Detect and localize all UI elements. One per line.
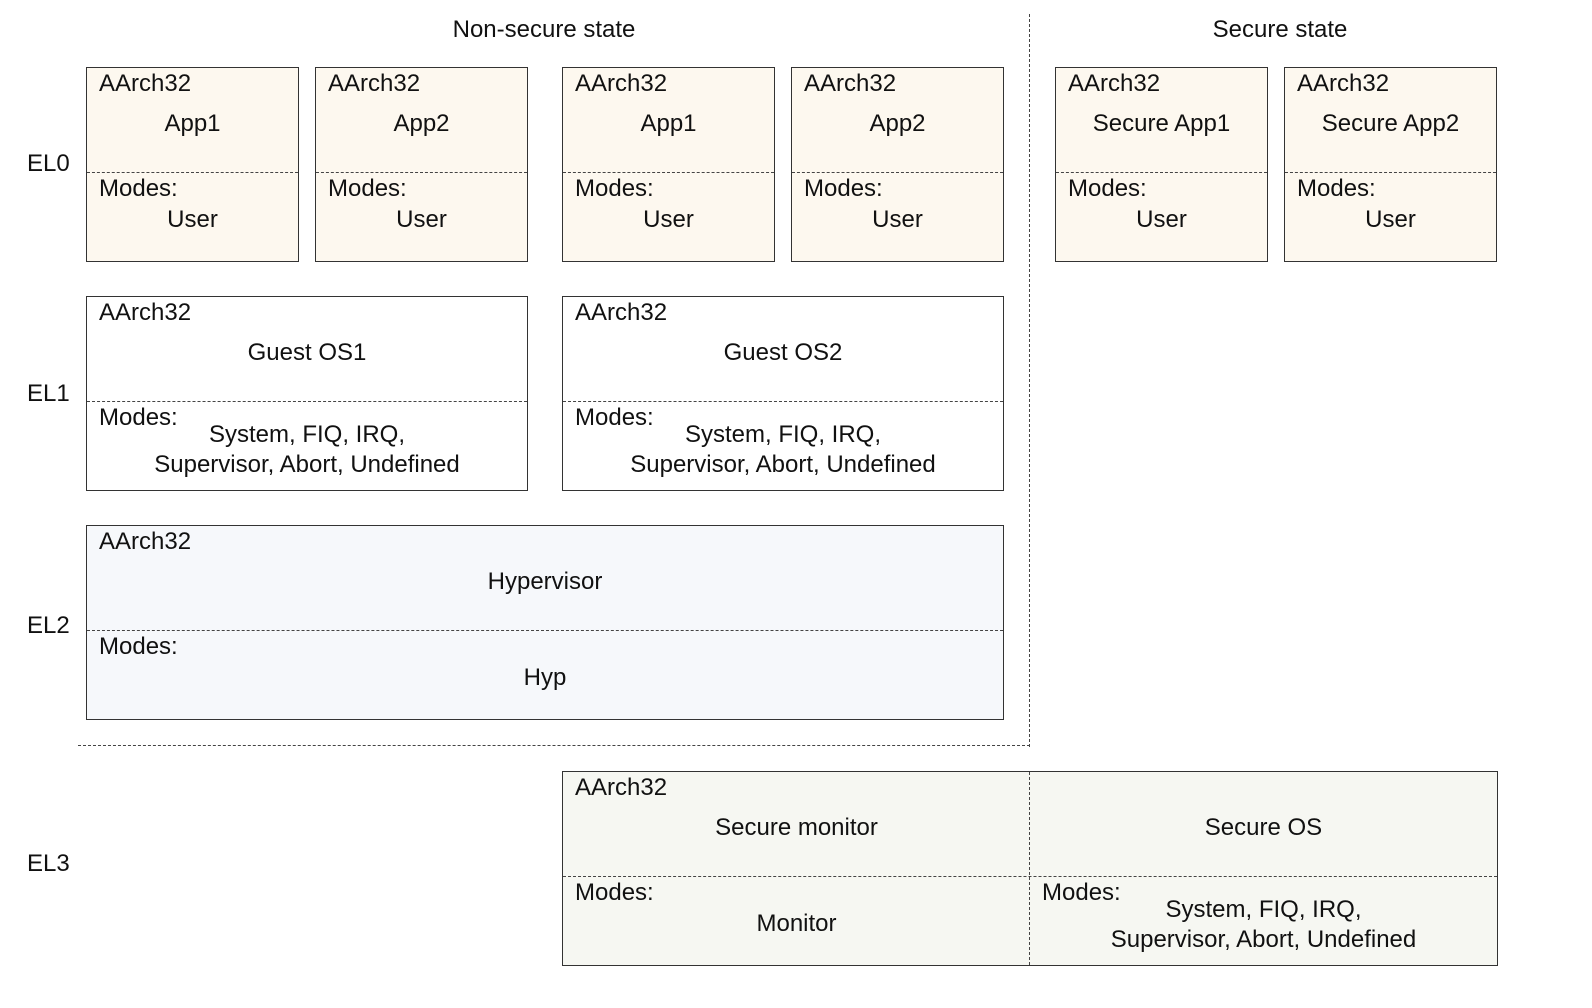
modes-label: Modes:: [1042, 879, 1121, 906]
modes-label: Modes:: [1297, 175, 1376, 202]
app-mode: User: [396, 206, 447, 233]
guest-os-name: Guest OS1: [247, 339, 367, 366]
app-name: App1: [640, 110, 697, 137]
app-name: Secure App1: [1092, 110, 1231, 137]
modes-label: Modes:: [575, 404, 654, 431]
el3-label: EL3: [27, 850, 70, 877]
el0-app4-box: AArch32 App2 Modes: User: [791, 67, 1004, 262]
app-name: App2: [393, 110, 450, 137]
modes-label: Modes:: [99, 633, 178, 660]
app-mode: User: [643, 206, 694, 233]
arch-label: AArch32: [99, 299, 192, 326]
hypervisor-name: Hypervisor: [487, 568, 603, 595]
el0-label: EL0: [27, 150, 70, 177]
el0-app1-box: AArch32 App1 Modes: User: [86, 67, 299, 262]
arch-label: AArch32: [99, 70, 192, 97]
guest-os-modes: System, FIQ, IRQ, Supervisor, Abort, Und…: [154, 421, 460, 478]
arch-label: AArch32: [99, 528, 192, 555]
el1-guest-os1-box: AArch32 Guest OS1 Modes: System, FIQ, IR…: [86, 296, 528, 491]
modes-label: Modes:: [99, 175, 178, 202]
el0-app3-box: AArch32 App1 Modes: User: [562, 67, 775, 262]
arch-label: AArch32: [1068, 70, 1161, 97]
non-secure-state-heading: Non-secure state: [452, 16, 636, 43]
arch-label: AArch32: [804, 70, 897, 97]
el0-secure-app1-box: AArch32 Secure App1 Modes: User: [1055, 67, 1268, 262]
arch-label: AArch32: [328, 70, 421, 97]
el2-label: EL2: [27, 612, 70, 639]
el1-label: EL1: [27, 380, 70, 407]
app-name: App2: [869, 110, 926, 137]
secure-monitor-mode: Monitor: [756, 910, 837, 937]
modes-label: Modes:: [804, 175, 883, 202]
el0-secure-app2-box: AArch32 Secure App2 Modes: User: [1284, 67, 1497, 262]
modes-label: Modes:: [575, 879, 654, 906]
modes-label: Modes:: [99, 404, 178, 431]
guest-os-name: Guest OS2: [723, 339, 843, 366]
el2-hypervisor-box: AArch32 Hypervisor Modes: Hyp: [86, 525, 1004, 720]
arch-label: AArch32: [575, 774, 668, 801]
app-mode: User: [167, 206, 218, 233]
app-name: Secure App2: [1321, 110, 1460, 137]
arch-label: AArch32: [575, 299, 668, 326]
secure-state-heading: Secure state: [1212, 16, 1348, 43]
hypervisor-mode: Hyp: [523, 664, 567, 691]
app-name: App1: [164, 110, 221, 137]
modes-label: Modes:: [1068, 175, 1147, 202]
el3-internal-divider: [1029, 772, 1030, 965]
modes-label: Modes:: [328, 175, 407, 202]
el3-divider-horizontal: [78, 745, 1030, 746]
secure-os-modes: System, FIQ, IRQ, Supervisor, Abort, Und…: [1110, 896, 1417, 953]
app-mode: User: [1365, 206, 1416, 233]
arch-label: AArch32: [575, 70, 668, 97]
arch-label: AArch32: [1297, 70, 1390, 97]
modes-label: Modes:: [575, 175, 654, 202]
app-mode: User: [872, 206, 923, 233]
state-divider-vertical: [1029, 14, 1030, 747]
secure-os-name: Secure OS: [1204, 814, 1323, 841]
el0-app2-box: AArch32 App2 Modes: User: [315, 67, 528, 262]
el3-box: AArch32 Secure monitor Secure OS Modes: …: [562, 771, 1498, 966]
secure-monitor-name: Secure monitor: [715, 814, 878, 841]
guest-os-modes: System, FIQ, IRQ, Supervisor, Abort, Und…: [630, 421, 936, 478]
app-mode: User: [1136, 206, 1187, 233]
el1-guest-os2-box: AArch32 Guest OS2 Modes: System, FIQ, IR…: [562, 296, 1004, 491]
